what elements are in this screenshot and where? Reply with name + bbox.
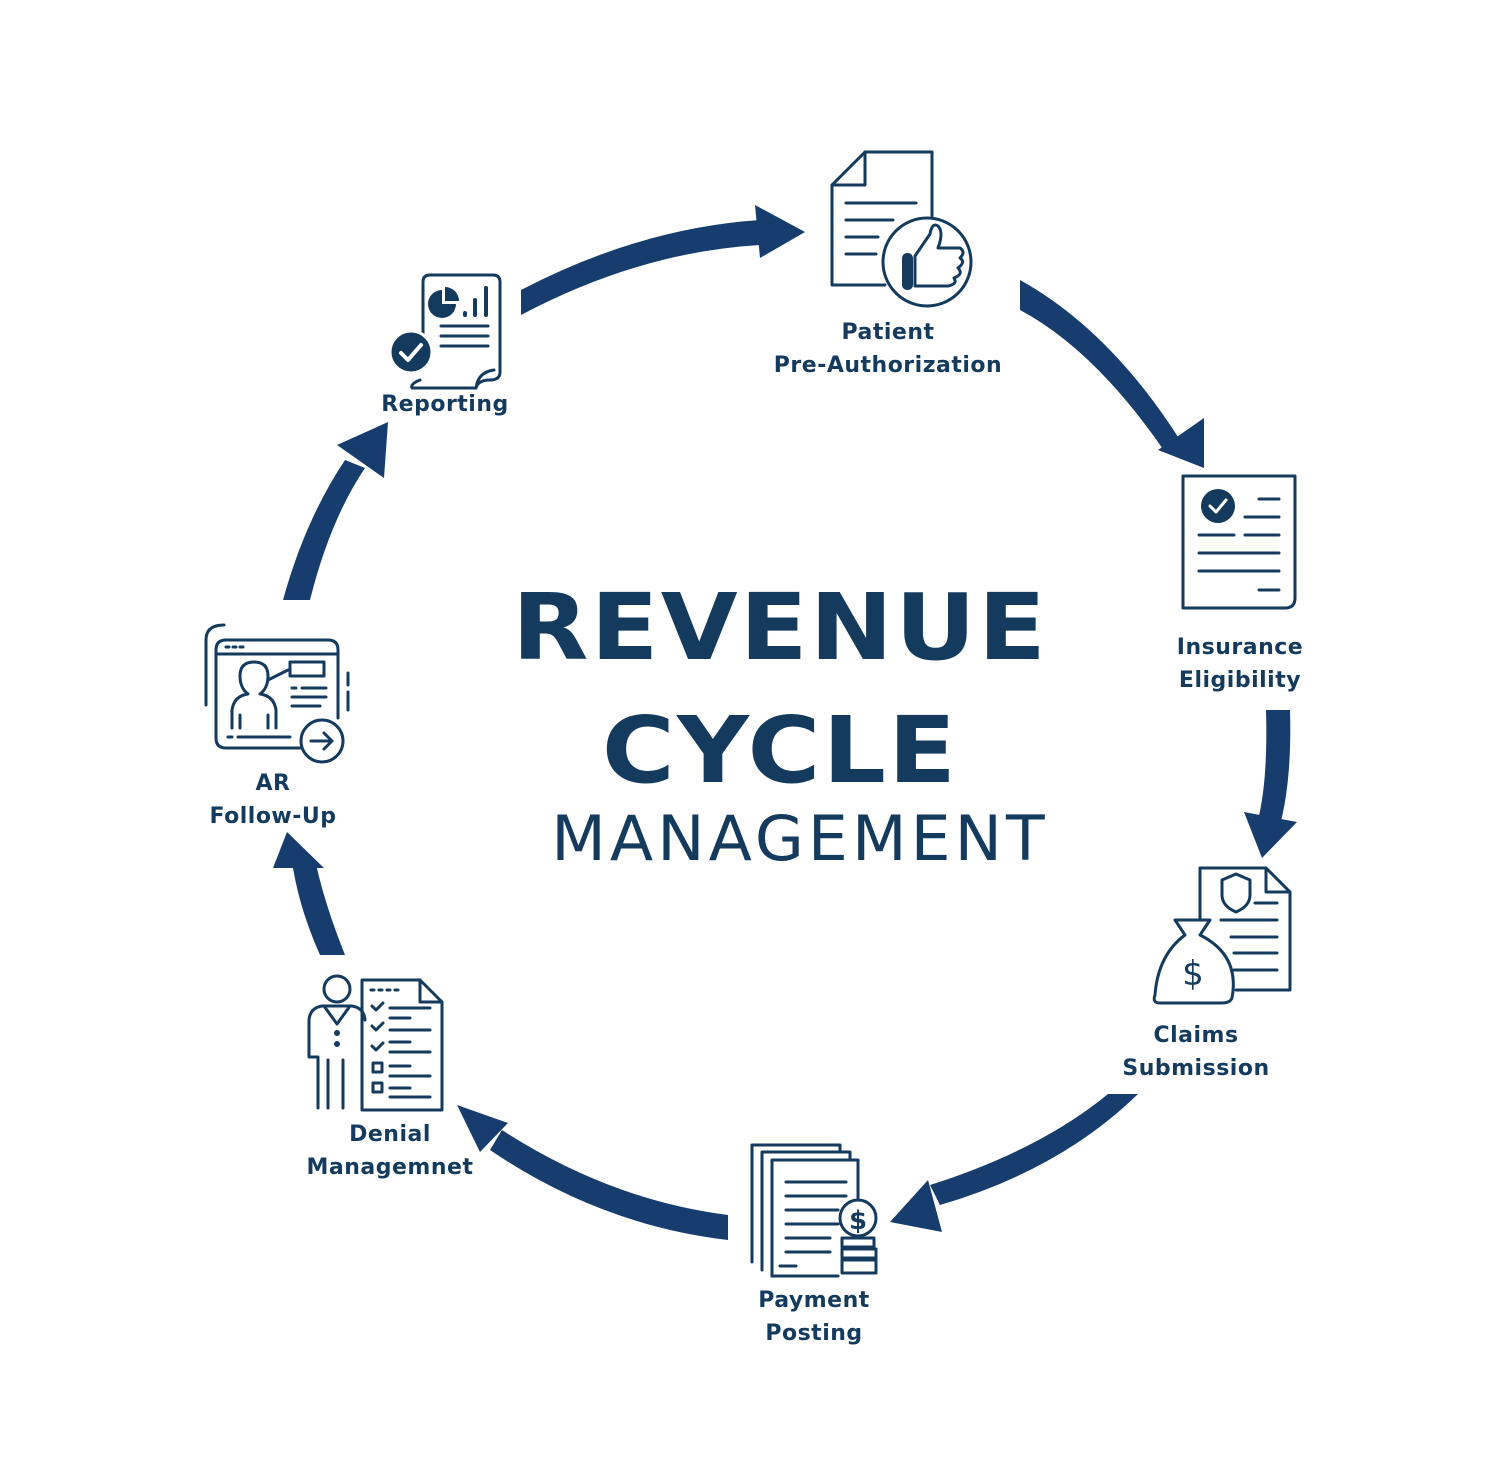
step-label-patient-pre-authorization: Patient Pre-Authorization: [738, 316, 1038, 382]
step-label-ar-follow-up: AR Follow-Up: [173, 767, 373, 833]
label-line: Payment: [758, 1288, 870, 1313]
label-line: Managemnet: [306, 1155, 474, 1180]
browser-profile-arrow-icon: [204, 623, 350, 764]
label-line: Submission: [1122, 1056, 1270, 1081]
arrow-reporting-to-preauth: [521, 205, 805, 315]
label-line: Eligibility: [1178, 668, 1302, 693]
label-line: AR: [255, 771, 291, 796]
title-cycle: CYCLE: [601, 697, 959, 804]
arrow-ar-to-reporting: [283, 422, 388, 600]
label-line: Pre-Authorization: [773, 353, 1003, 378]
document-thumbs-up-icon: [830, 150, 973, 308]
label-line: Denial: [349, 1122, 431, 1147]
title-management: MANAGEMENT: [551, 802, 1049, 875]
money-bag-shield-document-icon: $: [1152, 866, 1292, 1005]
svg-text:$: $: [849, 1206, 867, 1236]
report-chart-check-icon: [388, 273, 502, 390]
label-line: Insurance: [1176, 635, 1304, 660]
arrow-payment-to-denial: [457, 1105, 728, 1240]
arrow-insurance-to-claims: [1244, 710, 1297, 858]
label-line: Claims: [1153, 1023, 1239, 1048]
step-label-claims-submission: Claims Submission: [1096, 1019, 1296, 1085]
step-label-reporting: Reporting: [345, 388, 545, 421]
step-label-denial-management: Denial Managemnet: [290, 1118, 490, 1184]
label-line: Posting: [765, 1321, 863, 1346]
title-revenue: REVENUE: [512, 574, 1048, 681]
step-label-insurance-eligibility: Insurance Eligibility: [1140, 631, 1340, 697]
label-line: Follow-Up: [209, 804, 337, 829]
step-label-payment-posting: Payment Posting: [714, 1284, 914, 1350]
svg-text:$: $: [1182, 954, 1204, 994]
arrow-denial-to-ar: [273, 832, 345, 955]
document-checkmark-icon: [1181, 474, 1297, 610]
arrow-claims-to-payment: [890, 1094, 1138, 1232]
person-checklist-icon: [307, 974, 444, 1112]
label-line: Patient: [841, 320, 935, 345]
label-line: Reporting: [381, 392, 509, 417]
arrow-preauth-to-insurance: [1020, 280, 1204, 468]
documents-coins-icon: $: [750, 1143, 878, 1278]
